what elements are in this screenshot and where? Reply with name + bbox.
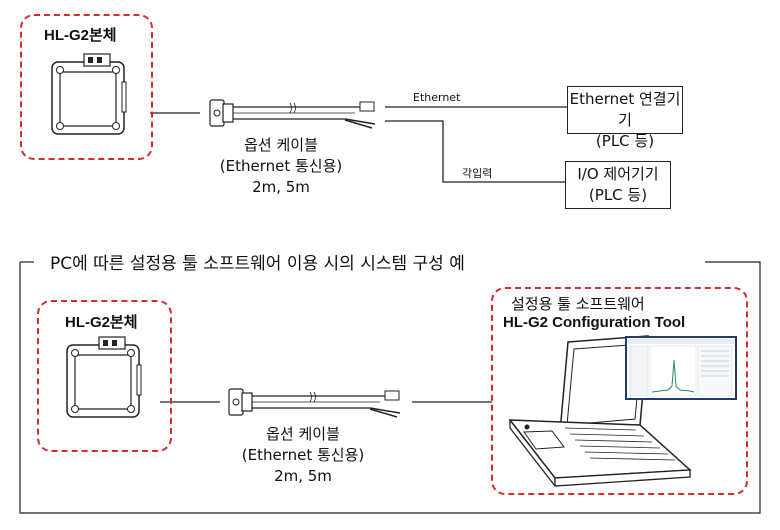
cable-caption-top: 옵션 케이블 (Ethernet 통신용) 2m, 5m bbox=[196, 135, 366, 198]
io-device-name: I/O 제어기기 bbox=[577, 165, 659, 183]
cable-icon-bottom bbox=[228, 388, 401, 418]
sensor-unit-drawing-bottom bbox=[66, 336, 142, 418]
sensor-unit-frame-top bbox=[20, 14, 153, 160]
io-device-note: (PLC 등) bbox=[588, 186, 648, 204]
sensor-unit-label-bottom: HL-G2본체 bbox=[65, 314, 138, 331]
cable-caption-bottom: 옵션 케이블 (Ethernet 통신용) 2m, 5m bbox=[218, 424, 388, 487]
software-pc-frame bbox=[491, 287, 748, 495]
cable-caption-line: 2m, 5m bbox=[274, 467, 332, 485]
ethernet-device-note: (PLC 등) bbox=[595, 132, 655, 150]
software-screen-thumbnail bbox=[625, 336, 737, 400]
cable-caption-line: (Ethernet 통신용) bbox=[241, 446, 365, 464]
cable-caption-line: (Ethernet 통신용) bbox=[219, 157, 343, 175]
io-line bbox=[385, 120, 565, 183]
cable-icon-top bbox=[209, 99, 376, 129]
cable-caption-line: 옵션 케이블 bbox=[266, 425, 340, 443]
cable-caption-line: 옵션 케이블 bbox=[244, 136, 318, 154]
ethernet-line-label: Ethernet bbox=[413, 91, 461, 104]
laptop-drawing bbox=[508, 335, 692, 487]
io-device-box: I/O 제어기기 (PLC 등) bbox=[565, 161, 671, 209]
io-line-label: 각입력 bbox=[462, 167, 493, 180]
sensor-unit-label-top: HL-G2본체 bbox=[44, 27, 117, 44]
ethernet-device-name: Ethernet 연결기기 bbox=[569, 90, 681, 129]
software-name: HL-G2 Configuration Tool bbox=[503, 314, 686, 331]
software-title: 설정용 툴 소프트웨어 bbox=[511, 295, 645, 313]
cable-caption-line: 2m, 5m bbox=[252, 178, 310, 196]
sensor-unit-frame-bottom bbox=[37, 300, 172, 452]
sensor-unit-drawing-top bbox=[51, 53, 127, 135]
section-title: PC에 따른 설정용 툴 소프트웨어 이용 시의 시스템 구성 예 bbox=[44, 249, 471, 274]
section-frame bbox=[19, 261, 761, 514]
ethernet-device-box: Ethernet 연결기기 (PLC 등) bbox=[567, 86, 683, 150]
